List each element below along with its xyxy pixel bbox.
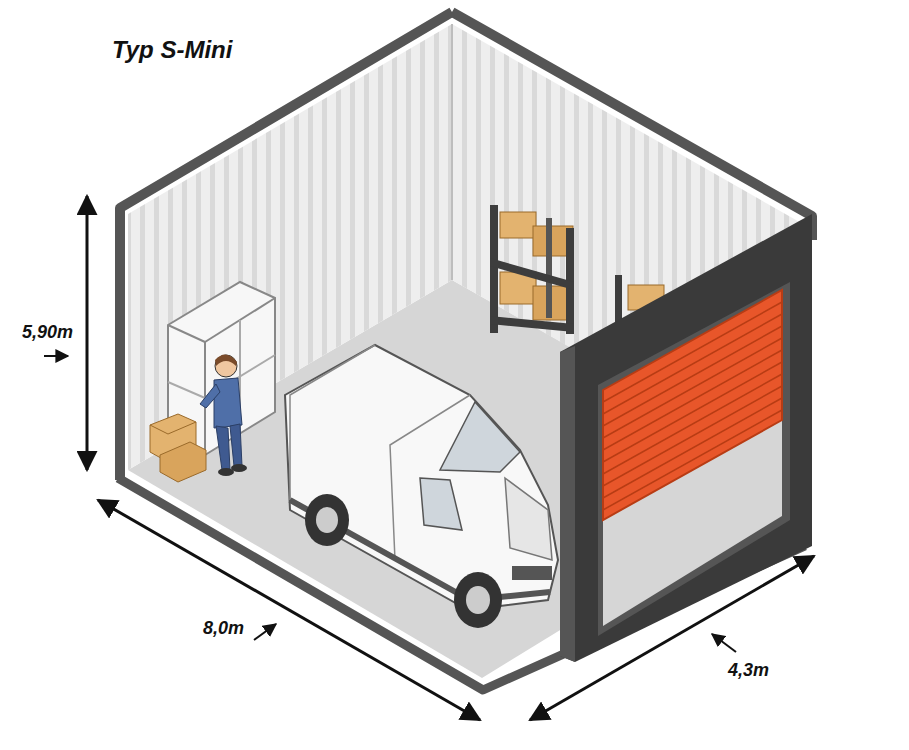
van-part (290, 500, 550, 600)
van-part (285, 345, 558, 610)
person-part (216, 426, 230, 470)
floor-boxes-part (168, 422, 196, 434)
title: Typ S-Mini (112, 36, 232, 64)
shelf-rack-part (615, 275, 622, 325)
roller-door (603, 290, 782, 520)
floor-boxes-part (150, 425, 168, 434)
roller-door-part-part (603, 302, 782, 402)
dimension-lines-part (86, 196, 89, 470)
roller-door-part (603, 290, 782, 520)
front-panel-part (598, 282, 790, 636)
shelf-rack-part (500, 212, 536, 238)
person-part (231, 464, 247, 472)
dimension-label-text: 5,90m (22, 322, 73, 342)
van (285, 345, 558, 628)
person-part (214, 378, 242, 428)
person-part (200, 384, 220, 408)
white-shelf-part (168, 325, 205, 342)
roller-door-part-part (603, 338, 782, 438)
person-part (230, 424, 242, 466)
pointer-arrows-part (254, 624, 276, 640)
title-text: Typ S-Mini (112, 36, 232, 63)
floor (118, 280, 805, 690)
dimension-label-text: 8,0m (203, 618, 244, 638)
floor-boxes-part (160, 442, 206, 482)
pointer-arrows-part (712, 634, 736, 652)
shelf-rack-part (490, 205, 498, 333)
front-panel (560, 214, 812, 662)
pointer-arrows-part (44, 355, 68, 357)
van-part (505, 478, 552, 560)
dimension-lines-part (98, 500, 480, 720)
dimension-lines (87, 196, 814, 720)
roller-door-part-part (603, 386, 782, 486)
roller-door-part-part (603, 398, 782, 498)
pointer-arrows (44, 356, 736, 652)
roller-door-part-part (603, 410, 782, 510)
left-wall-part (451, 24, 453, 280)
van-part (290, 345, 375, 500)
dimension-label: 5,90m (22, 322, 73, 343)
roller-door-part (603, 302, 782, 510)
roller-door-part-part (603, 314, 782, 414)
dimension-label: 4,3m (728, 660, 769, 681)
van-part (305, 494, 349, 546)
shelf-rack-part (490, 316, 574, 332)
roller-door-part-part (603, 326, 782, 426)
shelf-rack-part (546, 218, 552, 318)
person-part (215, 354, 237, 366)
dimension-lines-part (530, 556, 814, 720)
dimension-label-text: 4,3m (728, 660, 769, 680)
roller-door-part-part (603, 350, 782, 450)
person (200, 354, 247, 476)
van-part (390, 395, 470, 560)
roller-door-part-part (603, 362, 782, 462)
van-part (512, 566, 552, 580)
floor-boxes (150, 414, 206, 482)
van-part (454, 572, 502, 628)
front-panel-part (560, 214, 812, 662)
van-part (316, 507, 338, 533)
person-part (215, 355, 237, 377)
right-wall-part (452, 12, 812, 240)
van-part (466, 586, 490, 614)
roller-door-part-part (603, 374, 782, 474)
van-part (440, 402, 520, 472)
white-shelf-part (168, 382, 205, 398)
dimension-label: 8,0m (203, 618, 244, 639)
shelf-rack-part (490, 258, 574, 290)
van-part (420, 478, 462, 530)
front-panel-part (560, 346, 575, 662)
